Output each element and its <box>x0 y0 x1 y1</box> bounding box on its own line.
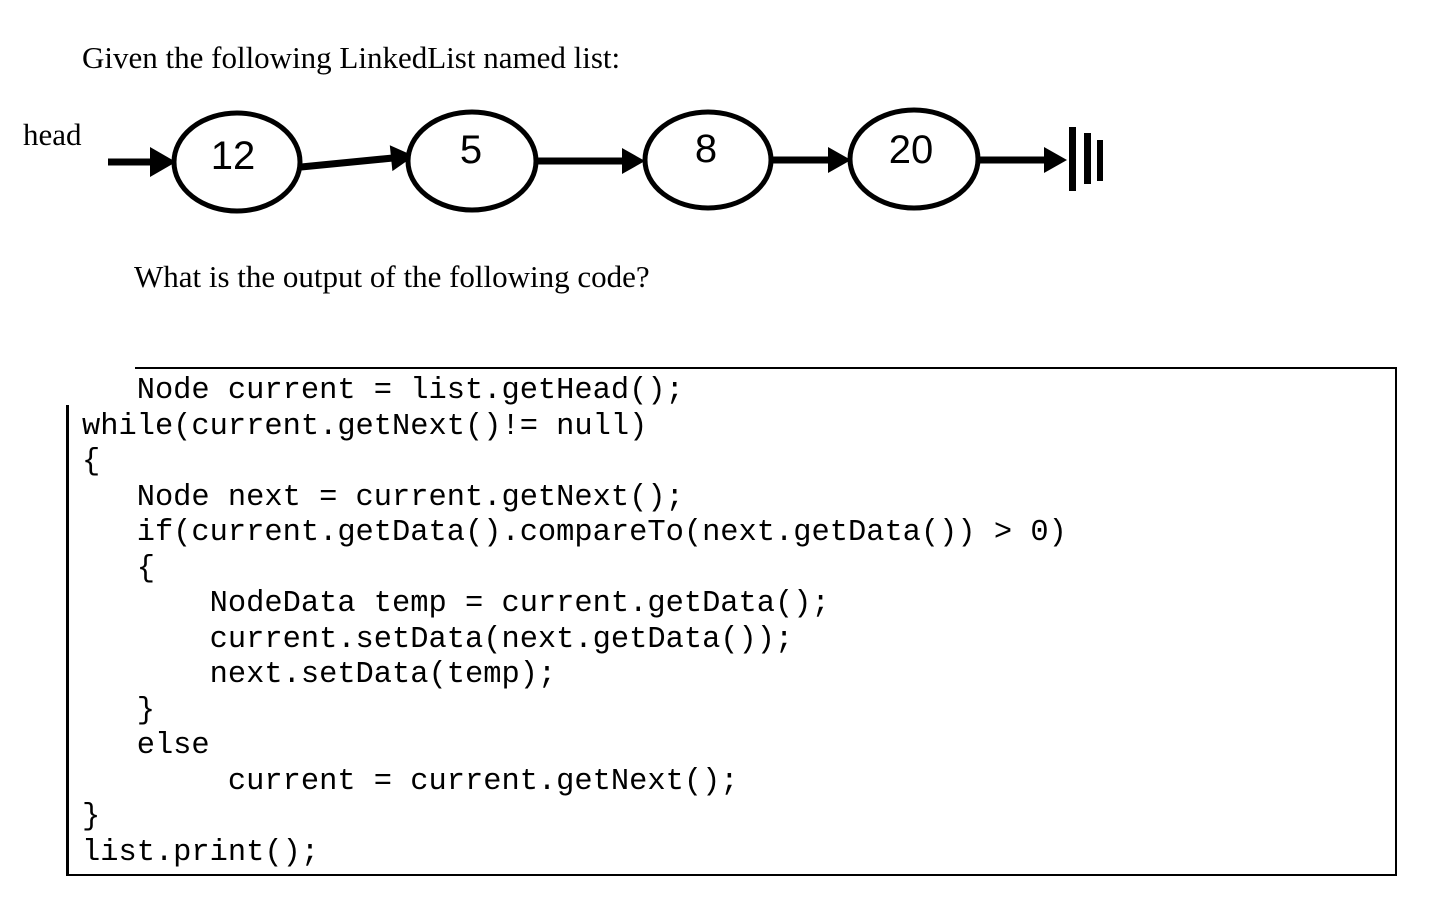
code-box-right-border <box>1395 367 1397 876</box>
node-ellipse-4 <box>847 107 981 211</box>
question-text: What is the output of the following code… <box>134 259 650 294</box>
node-ellipse-2 <box>405 109 539 213</box>
next-arrow-line <box>300 154 394 171</box>
code-box-left-border <box>66 405 69 875</box>
linked-list-diagram: head 12 5 8 20 <box>23 107 1103 214</box>
node-ellipse-1 <box>171 110 303 214</box>
code-box-bottom-border <box>66 874 1397 876</box>
next-arrow-icon <box>1044 147 1067 173</box>
terminator-bar <box>1097 140 1103 181</box>
code-line: Node next = current.getNext(); <box>82 480 684 515</box>
code-line: { <box>82 445 101 479</box>
next-arrow-icon <box>828 147 851 173</box>
code-line: if(current.getData().compareTo(next.getD… <box>82 516 1067 550</box>
node-ellipse-3 <box>642 109 774 211</box>
code-line: current.setData(next.getData()); <box>82 622 794 657</box>
node-value-2: 5 <box>460 128 482 172</box>
node-value-4: 20 <box>889 128 934 172</box>
code-line: current = current.getNext(); <box>82 764 739 799</box>
intro-text: Given the following LinkedList named lis… <box>82 40 621 75</box>
code-line: } <box>82 693 155 728</box>
code-line: NodeData temp = current.getData(); <box>82 587 830 621</box>
next-arrow-icon <box>389 145 414 172</box>
code-line: { <box>82 551 155 586</box>
code-box-top-border <box>135 367 1397 369</box>
code-line: list.print(); <box>82 835 320 870</box>
terminator-bar <box>1069 127 1076 191</box>
null-terminator-icon <box>1069 127 1103 191</box>
code-line: else <box>82 729 210 763</box>
code-line: while(current.getNext()!= null) <box>82 409 648 444</box>
code-line: next.setData(temp); <box>82 658 557 692</box>
next-arrow-icon <box>622 148 645 174</box>
head-arrow-icon <box>150 147 176 177</box>
terminator-bar <box>1084 133 1091 184</box>
node-value-3: 8 <box>695 127 717 171</box>
code-line: } <box>82 800 101 834</box>
head-pointer-label: head <box>23 117 82 152</box>
node-value-1: 12 <box>211 134 256 178</box>
code-line: Node current = list.getHead(); <box>82 374 684 408</box>
code-block: Node current = list.getHead(); while(cur… <box>82 374 1067 871</box>
